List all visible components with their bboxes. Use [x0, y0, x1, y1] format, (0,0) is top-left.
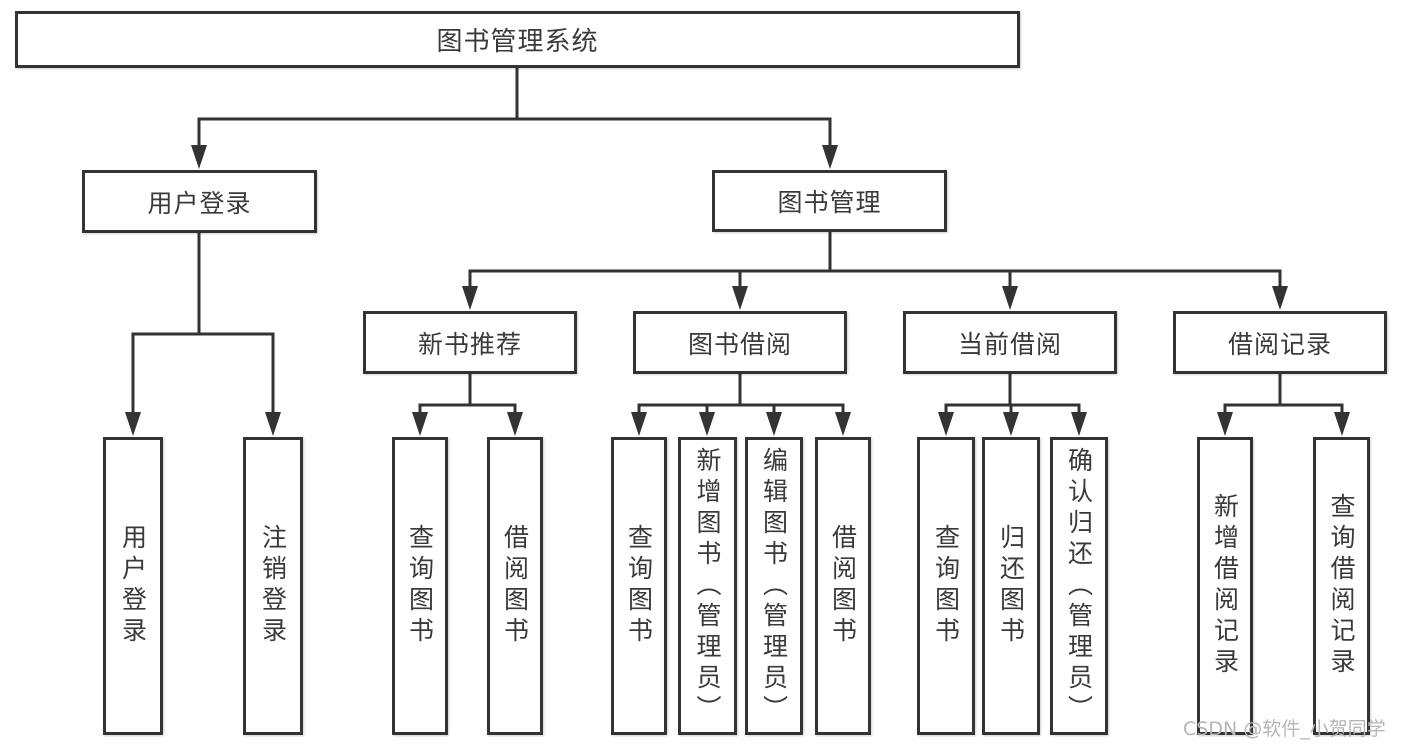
node-new-book-recommendation: 新书推荐 — [363, 311, 577, 374]
node-label: 注销登录 — [258, 524, 288, 648]
node-return-books: 归还图书 — [982, 437, 1040, 735]
node-current-borrowing: 当前借阅 — [903, 311, 1117, 374]
node-label: 新增图书（管理员） — [693, 446, 722, 726]
node-label: 新增借阅记录 — [1210, 493, 1240, 679]
node-add-borrow-record: 新增借阅记录 — [1197, 437, 1253, 735]
node-label: 用户登录 — [118, 524, 148, 648]
node-library-management-system: 图书管理系统 — [15, 11, 1020, 68]
node-book-management-branch: 图书管理 — [712, 170, 947, 232]
node-label: 查询图书 — [624, 524, 654, 648]
csdn-watermark: CSDN @软件_小贺同学 — [1183, 718, 1386, 740]
node-borrow-books-recommend: 借阅图书 — [487, 437, 543, 735]
node-label: 查询图书 — [931, 524, 961, 648]
node-label: 借阅图书 — [500, 524, 530, 648]
node-user-login-leaf: 用户登录 — [103, 437, 163, 735]
node-label: 编辑图书（管理员） — [759, 446, 789, 726]
node-label: 查询借阅记录 — [1327, 493, 1356, 679]
node-user-login-branch: 用户登录 — [82, 170, 317, 233]
node-borrowing-records: 借阅记录 — [1173, 311, 1387, 374]
node-logout-leaf: 注销登录 — [243, 437, 303, 735]
node-query-books-current: 查询图书 — [917, 437, 975, 735]
node-label: 借阅图书 — [828, 524, 858, 648]
node-label: 确认归还（管理员） — [1064, 446, 1094, 726]
node-confirm-return-admin: 确认归还（管理员） — [1050, 437, 1108, 735]
node-query-books-borrowing: 查询图书 — [611, 437, 667, 735]
node-label: 归还图书 — [996, 524, 1026, 648]
node-book-borrowing: 图书借阅 — [633, 311, 847, 374]
node-borrow-books-borrowing: 借阅图书 — [815, 437, 871, 735]
node-label: 查询图书 — [405, 524, 435, 648]
node-query-books-recommend: 查询图书 — [392, 437, 448, 735]
node-add-books-admin: 新增图书（管理员） — [678, 437, 737, 735]
node-query-borrow-record: 查询借阅记录 — [1313, 437, 1370, 735]
node-edit-books-admin: 编辑图书（管理员） — [745, 437, 803, 735]
